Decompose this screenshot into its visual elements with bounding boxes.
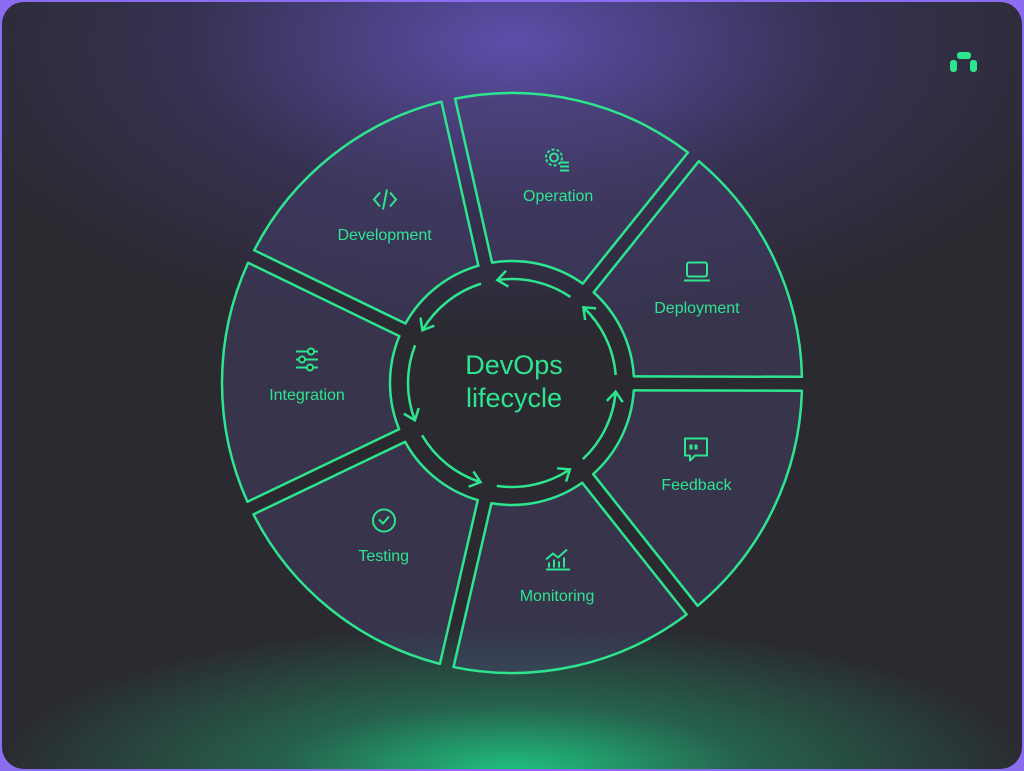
stage-label: Development (337, 227, 432, 245)
arrowhead-icon (419, 317, 435, 333)
segment-testing (252, 440, 480, 666)
arrowhead-icon (468, 470, 483, 488)
arrowhead-icon (557, 467, 572, 482)
stage-label: Deployment (654, 299, 740, 317)
chat-quote-icon (683, 437, 709, 468)
stage-label: Monitoring (519, 587, 595, 605)
code-icon (372, 187, 398, 218)
segment-integration (220, 261, 401, 504)
arrowhead-icon (605, 389, 624, 403)
segment-feedback (591, 389, 804, 608)
title-line-2: lifecycle (465, 383, 563, 413)
stage-label: Testing (358, 547, 410, 565)
laptop-icon (683, 259, 710, 290)
arrowhead-icon (403, 407, 420, 423)
arrowhead-icon (581, 305, 597, 321)
cycle-arc (497, 277, 572, 298)
stage-label: Operation (523, 188, 594, 206)
cycle-arc (421, 282, 482, 331)
cycle-arc (582, 306, 617, 376)
logo-icon (950, 52, 977, 72)
cycle-arc (496, 468, 571, 489)
bar-chart-icon (544, 547, 571, 578)
segment-operation (453, 91, 690, 285)
segment-development (252, 100, 480, 325)
cycle-arc (420, 434, 481, 484)
stage-label: Feedback (661, 477, 732, 495)
center-title: DevOps lifecycle (465, 349, 563, 415)
title-line-1: DevOps (465, 350, 563, 380)
cycle-arc (582, 391, 617, 460)
cycle-arc (406, 344, 417, 421)
segment-monitoring (452, 481, 688, 675)
gear-list-icon (545, 148, 571, 179)
check-circle-icon (371, 507, 397, 538)
arrowhead-icon (495, 269, 509, 288)
sliders-icon (294, 347, 320, 378)
segment-deployment (592, 159, 804, 379)
stage-label: Integration (269, 387, 345, 405)
